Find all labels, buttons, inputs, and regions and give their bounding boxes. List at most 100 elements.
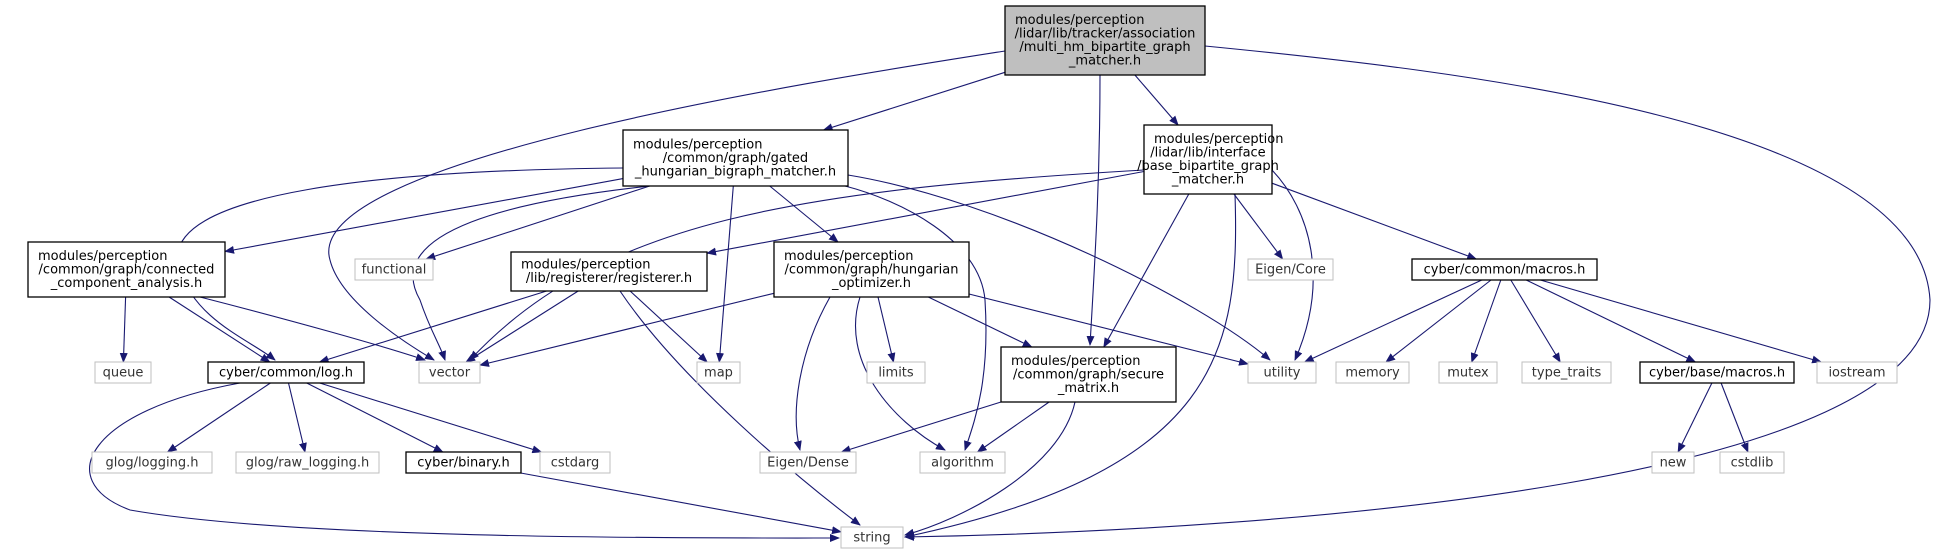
- node-label-line: /lib/registerer/registerer.h: [526, 271, 692, 286]
- node-box: [1521, 361, 1612, 384]
- node-box: [1816, 361, 1898, 384]
- node-eigen_dense: Eigen/Dense: [759, 451, 857, 474]
- edge-hungarian-to-limits: [877, 296, 896, 363]
- edge-binary-to-string: [520, 472, 842, 535]
- node-label-line: algorithm: [931, 455, 994, 470]
- node-box: [1719, 451, 1785, 474]
- node-base_bip[interactable]: modules/perception/lidar/lib/interface/b…: [1137, 124, 1283, 195]
- node-box: [27, 241, 226, 298]
- node-label-line: limits: [878, 365, 914, 380]
- node-box: [1438, 361, 1498, 384]
- node-cyber_common_macros[interactable]: cyber/common/macros.h: [1411, 258, 1598, 281]
- edge-log-to-string: [89, 382, 840, 543]
- edge-log-to-glog_raw: [287, 382, 307, 453]
- node-cca[interactable]: modules/perception/common/graph/connecte…: [27, 241, 226, 298]
- node-cyber_base_macros[interactable]: cyber/base/macros.h: [1639, 361, 1795, 384]
- edge-log-to-glog_logging: [166, 382, 271, 453]
- edge-gated-to-log: [177, 167, 624, 361]
- edge-gated-to-map: [716, 185, 734, 363]
- node-label-line: modules/perception: [1015, 13, 1144, 28]
- node-box: [1639, 361, 1795, 384]
- node-label-line: memory: [1345, 365, 1400, 380]
- node-label-line: cyber/binary.h: [417, 455, 509, 470]
- node-label-line: /base_bipartite_graph: [1137, 159, 1279, 174]
- edge-log-to-cstdarg: [319, 382, 543, 454]
- edge-cyber_common_macros-to-type_traits: [1510, 279, 1561, 363]
- node-label-line: Eigen/Core: [1255, 262, 1326, 277]
- node-string: string: [840, 526, 904, 549]
- node-label-line: map: [704, 365, 733, 380]
- node-box: [1000, 346, 1177, 403]
- node-secure[interactable]: modules/perception/common/graph/secure_m…: [1000, 346, 1177, 403]
- node-registerer[interactable]: modules/perception/lib/registerer/regist…: [510, 251, 708, 292]
- edge-secure-to-string: [904, 401, 1076, 537]
- edge-base_bip-to-eigen_core: [1233, 193, 1284, 260]
- node-label-line: glog/raw_logging.h: [246, 455, 369, 470]
- edge-root-to-base_bip: [1134, 74, 1179, 126]
- edge-base_bip-to-utility: [1271, 169, 1314, 361]
- node-gated[interactable]: modules/perception/common/graph/gated_hu…: [622, 129, 849, 187]
- edge-cyber_base_macros-to-new: [1677, 382, 1713, 453]
- edge-gated-to-functional: [425, 185, 650, 261]
- edge-cca-to-log: [168, 296, 271, 363]
- node-label-line: vector: [429, 365, 471, 380]
- node-box: [94, 361, 152, 384]
- edge-secure-to-eigen_dense: [840, 401, 1002, 454]
- node-box: [510, 251, 708, 292]
- node-new: new: [1651, 451, 1695, 474]
- edge-cyber_common_macros-to-memory: [1385, 279, 1492, 363]
- node-algorithm: algorithm: [919, 451, 1006, 474]
- node-label-line: /lidar/lib/interface: [1150, 146, 1265, 161]
- edge-base_bip-to-vector: [469, 169, 1145, 361]
- edge-cca-to-queue: [119, 296, 128, 363]
- node-label-line: /common/graph/hungarian: [785, 262, 959, 277]
- node-vector: vector: [418, 361, 481, 384]
- edge-gated-to-cca: [224, 178, 624, 254]
- node-box: [919, 451, 1006, 474]
- node-cstdarg: cstdarg: [539, 451, 611, 474]
- node-box: [1143, 124, 1273, 195]
- node-box: [354, 258, 434, 281]
- node-label-line: string: [853, 530, 890, 545]
- node-label-line: functional: [362, 262, 427, 277]
- node-root[interactable]: modules/perception/lidar/lib/tracker/ass…: [1004, 5, 1206, 76]
- edge-root-to-string: [904, 45, 1931, 541]
- node-label-line: _hungarian_bigraph_matcher.h: [634, 164, 836, 179]
- node-label-line: cstdarg: [551, 455, 600, 470]
- node-box: [1004, 5, 1206, 76]
- node-label-line: _optimizer.h: [831, 276, 911, 291]
- node-hungarian[interactable]: modules/perception/common/graph/hungaria…: [773, 241, 970, 298]
- node-label-line: _matcher.h: [1171, 173, 1244, 188]
- node-label-line: /lidar/lib/tracker/association: [1015, 27, 1196, 42]
- node-cstdlib: cstdlib: [1719, 451, 1785, 474]
- node-label-line: modules/perception: [633, 137, 762, 152]
- node-label-line: modules/perception: [1154, 132, 1283, 147]
- node-log[interactable]: cyber/common/log.h: [207, 361, 365, 384]
- edge-cyber_base_macros-to-cstdlib: [1720, 382, 1749, 453]
- edge-cyber_common_macros-to-utility: [1303, 279, 1483, 363]
- node-label-line: cstdlib: [1731, 455, 1774, 470]
- node-box: [1335, 361, 1410, 384]
- node-box: [1247, 361, 1317, 384]
- node-label-line: /common/graph/secure: [1013, 367, 1164, 382]
- node-label-line: cyber/common/macros.h: [1424, 262, 1586, 277]
- node-box: [1247, 258, 1334, 281]
- node-box: [91, 451, 213, 474]
- node-box: [622, 129, 849, 187]
- node-label-line: /common/graph/gated: [663, 151, 808, 166]
- edge-hungarian-to-vector: [479, 292, 775, 367]
- edge-base_bip-to-string: [904, 193, 1237, 540]
- edge-gated-to-algorithm: [844, 185, 987, 451]
- edge-gated-to-hungarian: [769, 185, 839, 243]
- edge-registerer-to-string: [619, 290, 861, 526]
- node-glog_raw: glog/raw_logging.h: [235, 451, 380, 474]
- edge-registerer-to-map: [629, 290, 708, 363]
- edge-gated-to-utility: [847, 174, 1271, 361]
- node-box: [405, 451, 522, 474]
- node-box: [1411, 258, 1598, 281]
- edge-base_bip-to-secure: [1103, 193, 1190, 348]
- node-label-line: utility: [1264, 365, 1301, 380]
- node-binary[interactable]: cyber/binary.h: [405, 451, 522, 474]
- node-box: [866, 361, 926, 384]
